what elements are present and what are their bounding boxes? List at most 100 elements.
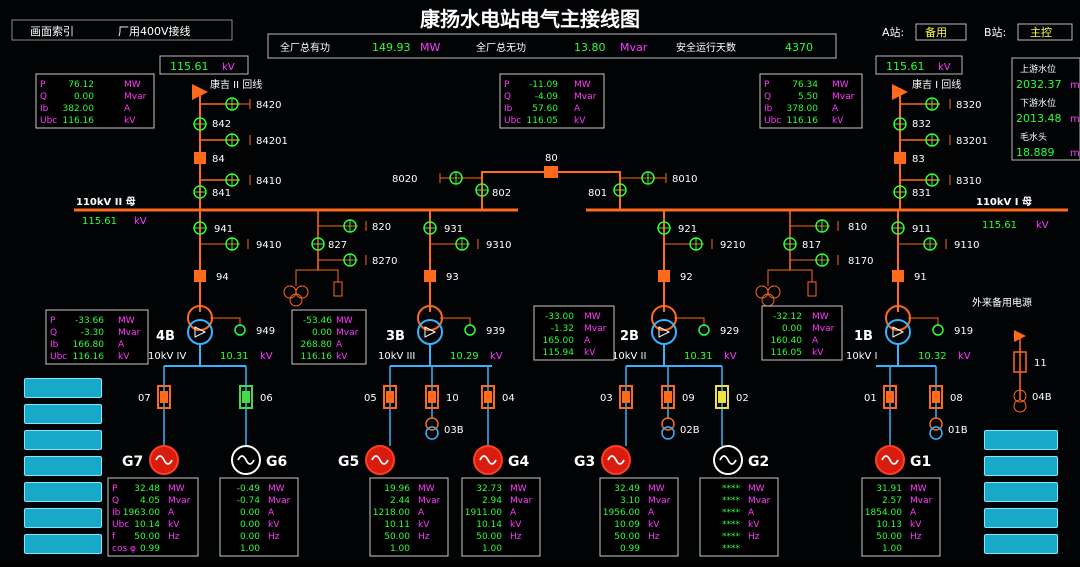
switch-841[interactable]: 841 bbox=[212, 188, 231, 199]
switch-8410[interactable]: 8410 bbox=[256, 176, 281, 187]
meter-g5-value-0: 19.96 bbox=[384, 484, 410, 494]
transformer-4b-label[interactable]: 4B bbox=[156, 329, 175, 344]
generator-g2-label[interactable]: G2 bbox=[748, 454, 769, 470]
switch-801[interactable]: 801 bbox=[588, 188, 607, 199]
switch-941[interactable]: 941 bbox=[214, 224, 233, 235]
switch-832[interactable]: 832 bbox=[912, 119, 931, 130]
meter-g5-unit-3: kV bbox=[418, 520, 430, 530]
switch-919[interactable]: 919 bbox=[954, 326, 973, 337]
meter-g3-unit-0: MW bbox=[648, 484, 665, 494]
switch-817[interactable]: 817 bbox=[802, 240, 821, 251]
meter-frame bbox=[369, 477, 449, 557]
switch-8170[interactable]: 8170 bbox=[848, 256, 873, 267]
breaker-92[interactable]: 92 bbox=[680, 272, 693, 283]
right-nav-button-2[interactable] bbox=[984, 482, 1058, 502]
switch-84201[interactable]: 84201 bbox=[256, 136, 288, 147]
breaker-84[interactable]: 84 bbox=[212, 154, 225, 165]
transformer-04b[interactable]: 04B bbox=[1032, 392, 1052, 403]
generator-g7-label[interactable]: G7 bbox=[122, 454, 143, 470]
switch-911[interactable]: 911 bbox=[912, 224, 931, 235]
transformer-3b-label[interactable]: 3B bbox=[386, 329, 405, 344]
generator-g6-label[interactable]: G6 bbox=[266, 454, 287, 470]
breaker-03[interactable]: 03 bbox=[600, 393, 613, 404]
bus-left-voltage: 115.61 bbox=[82, 216, 117, 227]
breaker-83[interactable]: 83 bbox=[912, 154, 925, 165]
switch-9110[interactable]: 9110 bbox=[954, 240, 979, 251]
breaker-07[interactable]: 07 bbox=[138, 393, 151, 404]
breaker-11[interactable]: 11 bbox=[1034, 358, 1047, 369]
breaker-06[interactable]: 06 bbox=[260, 393, 273, 404]
switch-9310[interactable]: 9310 bbox=[486, 240, 511, 251]
switch-8020[interactable]: 8020 bbox=[392, 174, 417, 185]
meter-t4-value-0: -33.66 bbox=[75, 316, 104, 326]
switch-802[interactable]: 802 bbox=[492, 188, 511, 199]
generator-g1-label[interactable]: G1 bbox=[910, 454, 931, 470]
breaker-01[interactable]: 01 bbox=[864, 393, 877, 404]
breaker-09[interactable]: 09 bbox=[682, 393, 695, 404]
aux-transformer-hv bbox=[425, 417, 439, 431]
switch-810[interactable]: 810 bbox=[848, 222, 867, 233]
switch-827[interactable]: 827 bbox=[328, 240, 347, 251]
transformer-1b-label[interactable]: 1B bbox=[854, 329, 873, 344]
meter-g3-unit-3: kV bbox=[648, 520, 660, 530]
station-b-status[interactable]: 主控 bbox=[1030, 25, 1052, 39]
meter-g7-unit-3: kV bbox=[168, 520, 180, 530]
right-nav-button-0[interactable] bbox=[984, 430, 1058, 450]
left-nav-button-3[interactable] bbox=[24, 456, 102, 476]
aux-transformer-02b[interactable]: 02B bbox=[680, 425, 700, 436]
breaker-04[interactable]: 04 bbox=[502, 393, 515, 404]
safe-days-label: 安全运行天数 bbox=[676, 41, 736, 54]
switch-820[interactable]: 820 bbox=[372, 222, 391, 233]
coupler-breaker-80[interactable]: 80 bbox=[545, 153, 558, 164]
switch-831[interactable]: 831 bbox=[912, 188, 931, 199]
nav-index-link[interactable]: 画面索引 bbox=[30, 24, 74, 38]
breaker-02[interactable]: 02 bbox=[736, 393, 749, 404]
bus-right-unit: kV bbox=[1036, 220, 1049, 231]
right-nav-button-4[interactable] bbox=[984, 534, 1058, 554]
switch-8420[interactable]: 8420 bbox=[256, 100, 281, 111]
breaker-94[interactable]: 94 bbox=[216, 272, 229, 283]
breaker-08[interactable]: 08 bbox=[950, 393, 963, 404]
meter-g6-unit-4: Hz bbox=[268, 532, 280, 542]
meter-g4-value-2: 1911.00 bbox=[465, 508, 502, 518]
right-nav-button-1[interactable] bbox=[984, 456, 1058, 476]
generator-g3-label[interactable]: G3 bbox=[574, 454, 595, 470]
breaker-cart-fill bbox=[932, 391, 940, 403]
aux-transformer-01b[interactable]: 01B bbox=[948, 425, 968, 436]
breaker-93[interactable]: 93 bbox=[446, 272, 459, 283]
switch-8310[interactable]: 8310 bbox=[956, 176, 981, 187]
switch-949[interactable]: 949 bbox=[256, 326, 275, 337]
switch-939[interactable]: 939 bbox=[486, 326, 505, 337]
switch-8270[interactable]: 8270 bbox=[372, 256, 397, 267]
switch-8320[interactable]: 8320 bbox=[956, 100, 981, 111]
breaker-91[interactable]: 91 bbox=[914, 272, 927, 283]
nav-factory-link[interactable]: 厂用400V接线 bbox=[118, 24, 191, 38]
left-nav-button-4[interactable] bbox=[24, 482, 102, 502]
switch-9210[interactable]: 9210 bbox=[720, 240, 745, 251]
breaker-10[interactable]: 10 bbox=[446, 393, 459, 404]
switch-931[interactable]: 931 bbox=[444, 224, 463, 235]
meter-g3-unit-1: Mvar bbox=[648, 496, 671, 506]
meter-line_right-value-1: 5.50 bbox=[798, 92, 818, 102]
switch-842[interactable]: 842 bbox=[212, 119, 231, 130]
switch-8010[interactable]: 8010 bbox=[672, 174, 697, 185]
station-a-status[interactable]: 备用 bbox=[925, 25, 947, 39]
left-nav-button-6[interactable] bbox=[24, 534, 102, 554]
left-nav-button-0[interactable] bbox=[24, 378, 102, 398]
left-nav-button-1[interactable] bbox=[24, 404, 102, 424]
switch-929[interactable]: 929 bbox=[720, 326, 739, 337]
left-line-switches: 8420 842 84201 84 8410 841 bbox=[193, 97, 288, 199]
left-nav-button-5[interactable] bbox=[24, 508, 102, 528]
switch-9410[interactable]: 9410 bbox=[256, 240, 281, 251]
switch-83201[interactable]: 83201 bbox=[956, 136, 988, 147]
lower-level-value: 2013.48 bbox=[1016, 112, 1062, 125]
aux-transformer-03b[interactable]: 03B bbox=[444, 425, 464, 436]
generator-g5-label[interactable]: G5 bbox=[338, 454, 359, 470]
generator-g4-label[interactable]: G4 bbox=[508, 454, 529, 470]
left-nav-button-2[interactable] bbox=[24, 430, 102, 450]
switch-921[interactable]: 921 bbox=[678, 224, 697, 235]
right-nav-button-3[interactable] bbox=[984, 508, 1058, 528]
breaker-05[interactable]: 05 bbox=[364, 393, 377, 404]
transformer-2b-label[interactable]: 2B bbox=[620, 329, 639, 344]
